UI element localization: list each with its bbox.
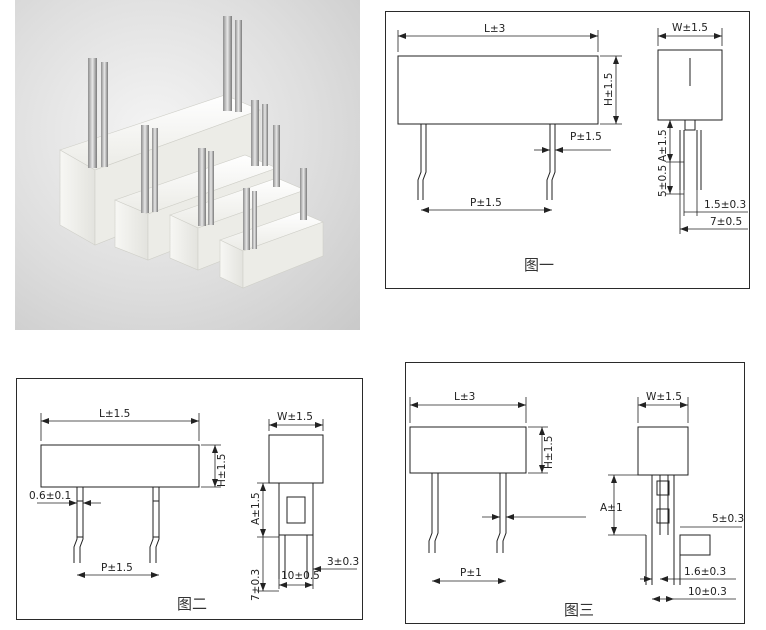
fig3-caption: 图三	[564, 601, 594, 619]
fig3-five-label: 5±0.3	[712, 513, 744, 525]
fig3-ten-label: 10±0.3	[688, 586, 727, 598]
fig1-caption: 图一	[524, 256, 554, 274]
fig2-caption: 图二	[177, 595, 207, 613]
fig1-body	[397, 55, 599, 125]
fig2-side-body	[268, 434, 324, 484]
fig2-seven-label: 7±0.3	[250, 569, 262, 601]
figure-1-panel: L±3 H±1.5 P±1.5 P±1.5 W±1.5 A±1.5	[385, 11, 750, 289]
fig1-pitch-bottom-label: P±1.5	[470, 197, 502, 209]
product-photo	[15, 0, 360, 330]
ceramic-resistor-product-photo	[59, 16, 324, 289]
fig3-height-label: H±1.5	[543, 436, 555, 469]
fig3-body	[409, 426, 527, 474]
fig1-height-label: H±1.5	[603, 73, 615, 106]
fig1-lead-right	[546, 124, 556, 200]
figure-3-panel: L±3 H±1.5 P±1 W±1.5 A±1 5±0.3	[405, 362, 745, 624]
fig2-three-label: 3±0.3	[327, 556, 359, 568]
fig1-seven-label: 7±0.5	[710, 216, 742, 228]
fig2-body	[40, 444, 200, 488]
fig2-height-label: H±1.5	[216, 454, 228, 487]
fig1-pin-d-label: 1.5±0.3	[704, 199, 746, 211]
fig3-side-body	[637, 426, 689, 476]
figure-2-drawing: L±1.5 H±1.5 0.6±0.1 P±1.5 W±1.5 A±1.5	[29, 408, 359, 613]
figure-3-drawing: L±3 H±1.5 P±1 W±1.5 A±1 5±0.3	[409, 391, 744, 619]
fig2-width-label: W±1.5	[277, 411, 313, 423]
fig2-pitch-label: P±1.5	[101, 562, 133, 574]
fig1-length-label: L±3	[484, 23, 505, 35]
fig3-width-label: W±1.5	[646, 391, 682, 403]
figure-2-panel: L±1.5 H±1.5 0.6±0.1 P±1.5 W±1.5 A±1.5	[16, 378, 363, 620]
fig2-length-label: L±1.5	[99, 408, 130, 420]
fig3-a-label: A±1	[600, 502, 623, 514]
fig1-pitch-top-label: P±1.5	[570, 131, 602, 143]
fig2-ten-label: 10±0.5	[281, 570, 320, 582]
fig2-lead-label: 0.6±0.1	[29, 490, 71, 502]
fig3-length-label: L±3	[454, 391, 475, 403]
fig1-width-label: W±1.5	[672, 22, 708, 34]
fig1-lead-left	[417, 124, 427, 200]
fig3-pin-d-label: 1.6±0.3	[684, 566, 726, 578]
figure-1-drawing: L±3 H±1.5 P±1.5 P±1.5 W±1.5 A±1.5	[397, 22, 748, 274]
fig2-a-label: A±1.5	[250, 492, 262, 525]
fig3-pitch-label: P±1	[460, 567, 482, 579]
fig1-a-label: A±1.5	[657, 129, 669, 162]
fig1-five-label: 5±0.5	[657, 165, 669, 197]
